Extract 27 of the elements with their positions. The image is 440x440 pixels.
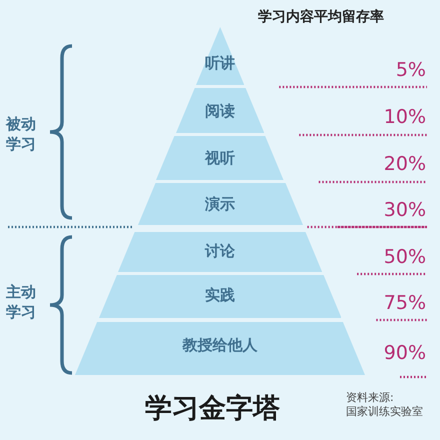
retention-percent: 50% [384, 246, 426, 268]
retention-percent: 90% [384, 342, 426, 364]
title: 学习金字塔 [145, 392, 280, 426]
band-label: 视听 [204, 149, 236, 168]
pyramid-band [196, 27, 244, 85]
retention-percent: 10% [384, 106, 426, 128]
pyramid-band [138, 183, 302, 225]
source-note: 资料来源: [346, 391, 395, 406]
retention-percent: 20% [384, 153, 426, 175]
group-label: 被动学习 [6, 115, 37, 154]
pyramid-band [156, 136, 284, 180]
retention-percent: 30% [384, 199, 426, 221]
pyramid-band [118, 232, 322, 272]
pyramid-band [98, 275, 342, 318]
retention-percent: 75% [384, 292, 426, 314]
retention-percent: 5% [396, 59, 426, 81]
column-heading: 学习内容平均留存率 [258, 8, 385, 26]
group-label: 主动学习 [6, 283, 37, 322]
pyramid-band [176, 88, 264, 133]
band-label: 教授给他人 [181, 336, 258, 355]
band-label: 阅读 [204, 102, 236, 121]
source-note: 国家训练实验室 [346, 405, 424, 420]
band-label: 演示 [204, 195, 236, 214]
pyramid-band [75, 322, 365, 375]
band-label: 实践 [204, 286, 236, 305]
band-label: 讨论 [204, 242, 236, 261]
band-label: 听讲 [204, 54, 236, 73]
